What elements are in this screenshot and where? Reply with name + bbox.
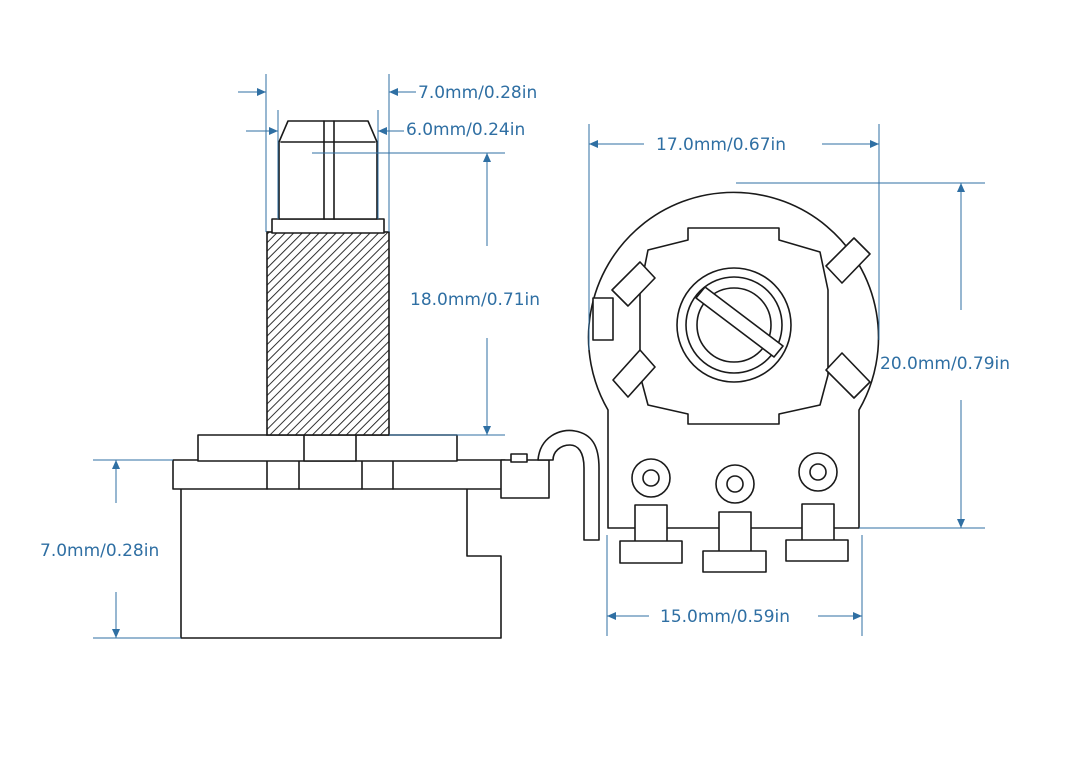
front-pin-2-stem bbox=[718, 511, 752, 553]
front-shaft-slot bbox=[695, 286, 784, 358]
side-shaft-top bbox=[278, 120, 378, 220]
side-lug-tab bbox=[500, 459, 550, 499]
front-view bbox=[587, 191, 880, 573]
front-pin-3-stem bbox=[801, 503, 835, 542]
dimension-lines bbox=[93, 74, 985, 639]
dim-label-body-height: 7.0mm/0.28in bbox=[40, 541, 159, 561]
side-shaft-collar bbox=[271, 218, 385, 234]
dim-label-shaft-length: 18.0mm/0.71in bbox=[410, 290, 540, 310]
dim-label-overall-height: 20.0mm/0.79in bbox=[880, 354, 1010, 374]
front-pin-3-foot bbox=[785, 539, 849, 562]
side-threaded-shaft bbox=[266, 231, 390, 436]
front-pin-1-stem bbox=[634, 504, 668, 543]
front-pin-1-foot bbox=[619, 540, 683, 564]
dim-label-body-diameter: 17.0mm/0.67in bbox=[656, 135, 786, 155]
dimension-labels: 7.0mm/0.28in 6.0mm/0.24in 18.0mm/0.71in … bbox=[40, 83, 1010, 627]
side-view bbox=[172, 120, 600, 639]
side-terminal-wire bbox=[537, 429, 600, 541]
side-flange bbox=[172, 459, 506, 490]
front-pin-2-foot bbox=[702, 550, 767, 573]
dim-label-knurl-diameter: 6.0mm/0.24in bbox=[406, 120, 525, 140]
dim-label-shaft-diameter: 7.0mm/0.28in bbox=[418, 83, 537, 103]
side-body bbox=[180, 487, 502, 639]
dim-label-base-width: 15.0mm/0.59in bbox=[660, 607, 790, 627]
